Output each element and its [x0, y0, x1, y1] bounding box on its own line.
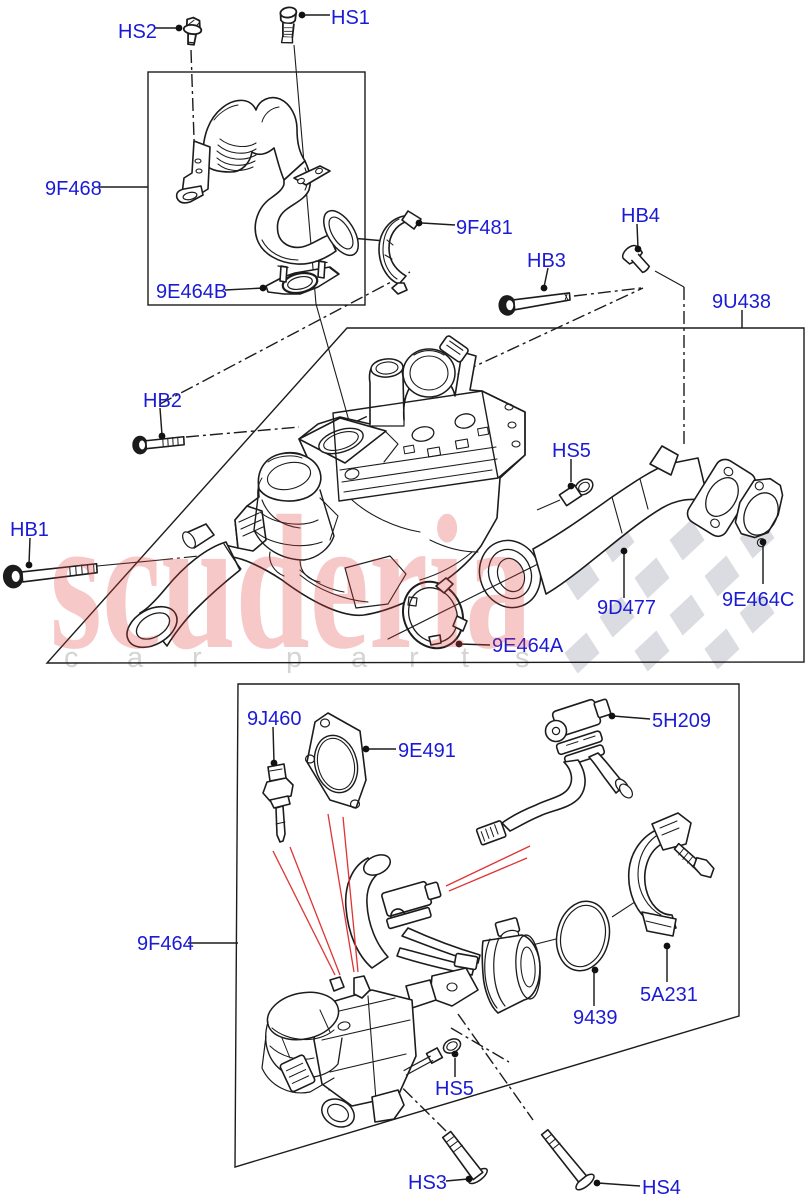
- svg-text:HB1: HB1: [10, 519, 49, 541]
- svg-text:HB2: HB2: [143, 390, 182, 412]
- svg-text:9E464B: 9E464B: [156, 281, 227, 303]
- svg-text:5A231: 5A231: [640, 984, 698, 1006]
- svg-text:9D477: 9D477: [597, 597, 656, 619]
- svg-text:HS3: HS3: [408, 1172, 447, 1194]
- svg-text:9F464: 9F464: [137, 933, 194, 955]
- svg-text:p: p: [286, 642, 302, 674]
- svg-text:s: s: [515, 642, 530, 674]
- svg-text:9U438: 9U438: [712, 291, 771, 313]
- svg-text:9439: 9439: [573, 1007, 618, 1029]
- svg-text:9J460: 9J460: [247, 708, 302, 730]
- svg-text:9E491: 9E491: [398, 740, 456, 762]
- svg-text:9E464A: 9E464A: [492, 635, 564, 657]
- svg-text:a: a: [351, 642, 368, 674]
- svg-text:9F481: 9F481: [456, 217, 513, 239]
- svg-text:HS2: HS2: [118, 21, 157, 43]
- svg-text:9F468: 9F468: [45, 178, 102, 200]
- svg-text:5H209: 5H209: [652, 710, 711, 732]
- svg-text:t: t: [461, 642, 469, 674]
- svg-text:HS5: HS5: [435, 1078, 474, 1100]
- svg-text:scuderia: scuderia: [50, 476, 532, 689]
- svg-text:a: a: [127, 642, 144, 674]
- svg-text:HS1: HS1: [331, 7, 370, 29]
- svg-text:9E464C: 9E464C: [722, 589, 794, 611]
- svg-text:HS5: HS5: [552, 440, 591, 462]
- svg-text:HB4: HB4: [621, 205, 660, 227]
- svg-text:r: r: [192, 642, 202, 674]
- svg-text:HS4: HS4: [642, 1177, 681, 1199]
- svg-text:r: r: [409, 642, 419, 674]
- svg-text:HB3: HB3: [527, 250, 566, 272]
- svg-text:c: c: [64, 642, 79, 674]
